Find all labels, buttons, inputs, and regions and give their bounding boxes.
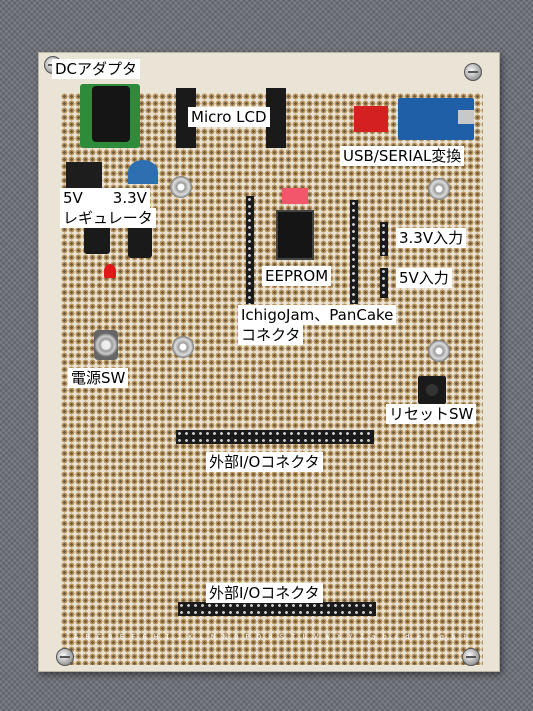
label-usb-serial: USB/SERIAL変換: [340, 146, 465, 166]
reset-button-icon: [426, 384, 438, 396]
lcd-socket-right: [266, 88, 286, 148]
label-connector-line1: IchigoJam、PanCake: [238, 305, 397, 325]
external-io-header-2: [178, 602, 376, 616]
label-external-io-1: 外部I/Oコネクタ: [206, 452, 323, 472]
label-eeprom: EEPROM: [262, 266, 332, 286]
screw-top-right-icon: [464, 63, 482, 81]
regulator-33v: [128, 160, 158, 184]
standoff-2: [428, 178, 450, 200]
header-5v: [380, 268, 388, 298]
led-red: [104, 264, 116, 278]
label-input-33v: 3.3V入力: [396, 228, 467, 248]
standoff-1: [170, 176, 192, 198]
label-connector-line2: コネクタ: [238, 325, 304, 345]
label-regulator-voltages: 5V 3.3V: [60, 188, 150, 208]
red-switch: [354, 106, 388, 132]
label-reset-sw: リセットSW: [386, 404, 477, 424]
label-external-io-2: 外部I/Oコネクタ: [206, 583, 323, 603]
header-33v: [380, 222, 388, 256]
label-input-5v: 5V入力: [396, 268, 452, 288]
column-letters: A B C D E F G H I J K L M N O P Q R S T …: [74, 633, 470, 641]
ichigojam-header-left: [246, 196, 254, 304]
eeprom-socket-highlight: [282, 188, 308, 204]
label-regulator: レギュレータ: [60, 208, 156, 228]
label-micro-lcd: Micro LCD: [188, 107, 270, 127]
lcd-socket-left: [176, 88, 196, 148]
power-switch[interactable]: [94, 330, 118, 360]
dc-jack: [92, 86, 130, 142]
standoff-3: [172, 336, 194, 358]
standoff-4: [428, 340, 450, 362]
eeprom-chip: [276, 210, 314, 260]
screw-bottom-right-icon: [462, 648, 480, 666]
label-power-sw: 電源SW: [68, 368, 129, 388]
regulator-5v: [66, 162, 102, 190]
screw-bottom-left-icon: [56, 648, 74, 666]
ichigojam-header-right: [350, 200, 358, 304]
usb-port-icon: [458, 110, 474, 124]
capacitor-2: [128, 222, 152, 258]
external-io-header-1: [176, 430, 374, 444]
label-dc-adapter: DCアダプタ: [52, 59, 141, 79]
